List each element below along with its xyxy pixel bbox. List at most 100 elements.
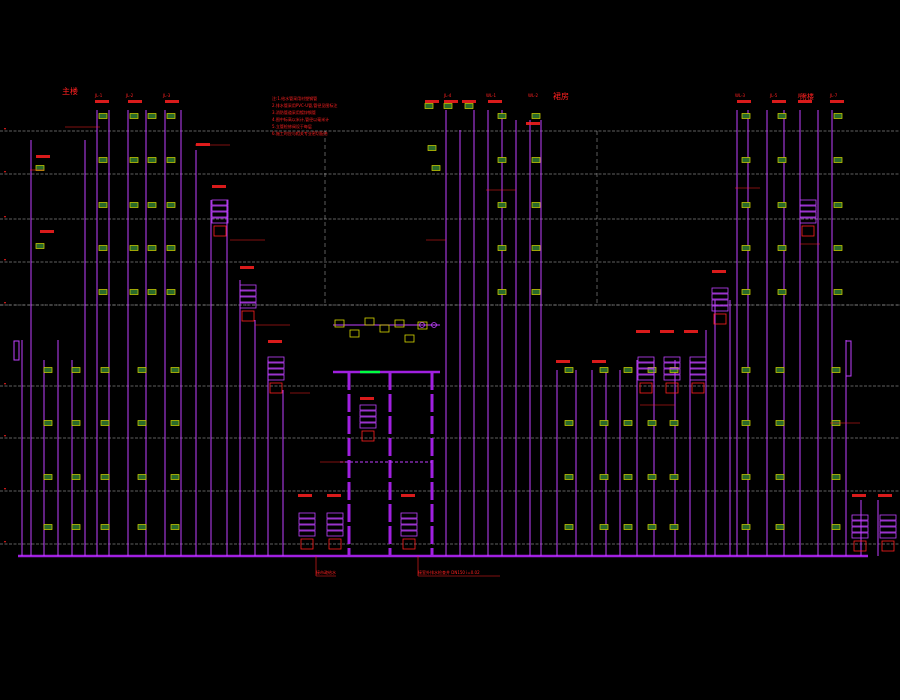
valve-box [35,165,45,171]
pump-segment [689,362,707,369]
pump-segment [239,302,257,309]
pump-segment [799,199,817,206]
fitting [394,319,405,328]
title-center: 裙房 [553,91,569,101]
pump-base [853,540,867,552]
pump-segment [359,422,377,429]
valve-box [170,420,180,426]
valve-box [623,474,633,480]
tag-mark [772,100,786,103]
pump-segment [851,532,869,539]
bottom-label-right: 接室外排水检查井 DN150 i=0.02 [418,569,480,575]
valve-box [833,113,843,119]
pump-segment [637,374,655,381]
valve-box [98,245,108,251]
valve-box [71,474,81,480]
pump-segment [267,374,285,381]
pump-segment [267,356,285,363]
side-bracket [13,340,20,361]
pump-segment [211,217,229,224]
pump-segment [689,374,707,381]
valve-box [464,103,474,109]
riser-tag: JL-6 [797,93,806,98]
title-right: 附楼 [800,92,814,101]
pump-segment [637,356,655,363]
tag-mark [40,230,54,233]
valve-box [647,367,657,373]
note-line: 5.立管检修阀设于每层 [272,123,312,129]
valve-box [777,245,787,251]
floor-marker: ▾ [4,433,6,438]
riser-tag: WL-3 [735,93,746,98]
fitting [349,329,360,338]
valve-box [833,245,843,251]
valve-box [623,367,633,373]
pump-base [269,382,283,394]
valve-box [170,474,180,480]
gauge [419,322,425,328]
tag-mark [425,100,439,103]
valve-box [741,113,751,119]
floor-marker: ▾ [4,169,6,174]
fitting [334,319,345,328]
pump-segment [326,518,344,525]
pump-unit [359,404,377,442]
tag-mark [298,494,312,497]
pump-unit [879,514,897,552]
floor-marker: ▾ [4,300,6,305]
tag-mark [444,100,458,103]
valve-box [669,524,679,530]
valve-box [166,113,176,119]
tag-mark [592,360,606,363]
pump-segment [359,410,377,417]
tag-mark [737,100,751,103]
valve-box [129,113,139,119]
valve-box [777,157,787,163]
valve-box [424,103,434,109]
pump-segment [879,532,897,539]
valve-box [669,367,679,373]
pump-segment [239,296,257,303]
tag-mark [240,266,254,269]
pump-base [213,225,227,237]
valve-box [741,157,751,163]
valve-box [129,202,139,208]
tag-mark [165,100,179,103]
valve-box [777,202,787,208]
valve-box [831,524,841,530]
valve-box [741,524,751,530]
pump-unit [799,199,817,237]
pump-segment [267,368,285,375]
floor-marker: ▾ [4,486,6,491]
pump-base [300,538,314,550]
tag-mark [212,185,226,188]
valve-box [100,524,110,530]
pump-segment [211,205,229,212]
floor-lines: ▾▾▾▾▾▾▾▾▾ [0,126,900,558]
riser-tag: JL-4 [443,93,452,98]
valve-box [831,367,841,373]
riser-tag: JL-2 [125,93,134,98]
riser-tag: WL-1 [486,93,497,98]
pump-segment [239,284,257,291]
note-line: 6.施工时应与相关专业密切配合 [272,130,328,136]
valve-box [531,113,541,119]
tag-mark [636,330,650,333]
floor-marker: ▾ [4,539,6,544]
tag-mark [36,155,50,158]
valve-box [166,157,176,163]
note-line: 4.图中标高以米计,管径以毫米计 [272,116,329,122]
tag-mark [128,100,142,103]
valve-box [531,245,541,251]
valve-box [147,289,157,295]
valve-box [599,367,609,373]
valve-box [35,243,45,249]
valve-box [564,367,574,373]
valve-box [497,157,507,163]
tag-mark [401,494,415,497]
pump-segment [359,404,377,411]
pump-base [402,538,416,550]
tag-mark [878,494,892,497]
valve-box [531,157,541,163]
valve-box [71,524,81,530]
